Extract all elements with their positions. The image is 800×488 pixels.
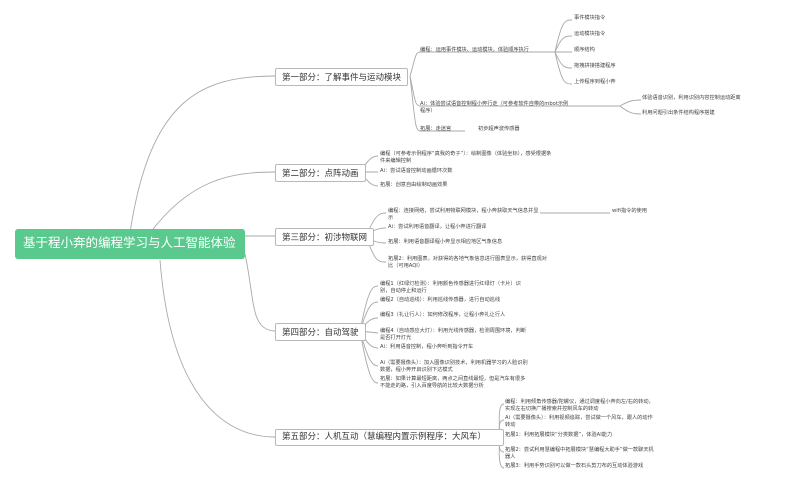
b5-item-2: Ai（需要摄像头）：利用视频追踪，尝试做一个风车，跟人的动作转动 (505, 415, 653, 428)
b1-item-3: 拓展：走迷宫 (420, 126, 452, 132)
b4-item-1: 编程1（红绿灯检测）：利用颜色传感器进行红绿灯（卡片）识别，自动停止和运行 (380, 281, 521, 294)
b5-item-4: 拓展2：尝试利用慧编程中拓展模块“慧编程大助手”做一款聊天机器人 (505, 447, 654, 460)
branch-4[interactable]: 第四部分：自动驾驶 (275, 323, 366, 341)
b4-item-7: 拓展：如果计算最短距离，两点之间直线最短，但是汽车有很多不能走的路，引入百度导航… (380, 376, 526, 389)
b2-item-1: 编程（可参考示例程序“真我的奇子”）：绘制图像（体验坐标），感受根据条件来编辑控… (380, 151, 552, 164)
b1-sub-5: 上传程序到程小奔 (574, 79, 616, 85)
b1-ai-2: 利用问题引出条件结构程序搭建 (642, 110, 715, 116)
b5-item-5: 拓展3：利用手势识别可以做一款石头剪刀布的互动体验游戏 (505, 463, 644, 469)
b4-item-4: 编程4（自动感应大灯）：利用光线传感器，检测周围环境，判断是否打开灯光 (380, 328, 526, 341)
b1-item-4: 初步超声波传感器 (478, 126, 520, 132)
b3-item-3: 拓展：利用语音翻译程小奔显示相应地区气象信息 (388, 239, 503, 245)
b4-item-6: Ai（需要摄像头）：加入图像识别技术，利用机器学习的人脸识别数据，程小奔开启识别… (380, 360, 528, 373)
b1-sub-1: 事件模块指令 (574, 15, 606, 21)
b1-item-2: Ai：体验尝试语音控制程小奔行走（可参考软件自带的mbot示例程序） (420, 101, 569, 114)
branch-3[interactable]: 第三部分：初涉物联网 (275, 228, 375, 246)
b1-ai-1: 体验语音识别，利用识别内容控制运动距离 (642, 95, 741, 101)
b5-item-3: 拓展1：利用拓展模块“分类数据”，体验AI能力 (505, 432, 613, 438)
b1-sub-3: 顺序结构 (574, 47, 595, 53)
b3-item-1: 编程：连接网络，尝试利用物联网模块，程小奔获取天气信息并显示 (388, 208, 539, 221)
b5-item-1: 编程：利用倾角传感器/陀螺仪，通过调度程小奔向左/右的转动，实现左右切换广播搜索… (505, 399, 654, 412)
b3-item-2: Ai：尝试利用语音翻译，让程小奔进行翻译 (388, 224, 487, 230)
branch-2[interactable]: 第二部分：点阵动画 (275, 164, 366, 182)
b2-item-2: Ai：尝试语音控制动画循环次数 (380, 168, 453, 174)
branch-5[interactable]: 第五部分：人机互动（慧编程内置示例程序：大风车） (275, 429, 504, 446)
b2-item-3: 拓展：创意自由绘制动画效果 (380, 182, 448, 188)
b4-item-2: 编程2（自动巡线）：利用巡线传感器，进行自动巡线 (380, 297, 501, 303)
b1-sub-2: 运动模块指令 (574, 31, 606, 37)
b1-sub-4: 拖拽拼接搭建程序 (574, 63, 616, 69)
branch-1[interactable]: 第一部分：了解事件与运动模块 (275, 68, 409, 86)
b3-note: wifi指令的使用 (612, 208, 647, 214)
b3-item-4: 拓展2：利用图表，对获得的各地气象信息进行图表显示，获得直观对比（可用AQI） (388, 256, 547, 269)
b4-item-5: Ai：利用语音控制，程小奔听到指令开车 (380, 344, 474, 350)
root-node[interactable]: 基于程小奔的编程学习与人工智能体验 (15, 229, 245, 259)
b1-item-1: 编程：运用事件模块、运动模块，体验顺序执行 (420, 47, 529, 53)
b4-item-3: 编程3（礼让行人）：如何修改程序，让程小奔礼让行人 (380, 312, 506, 318)
